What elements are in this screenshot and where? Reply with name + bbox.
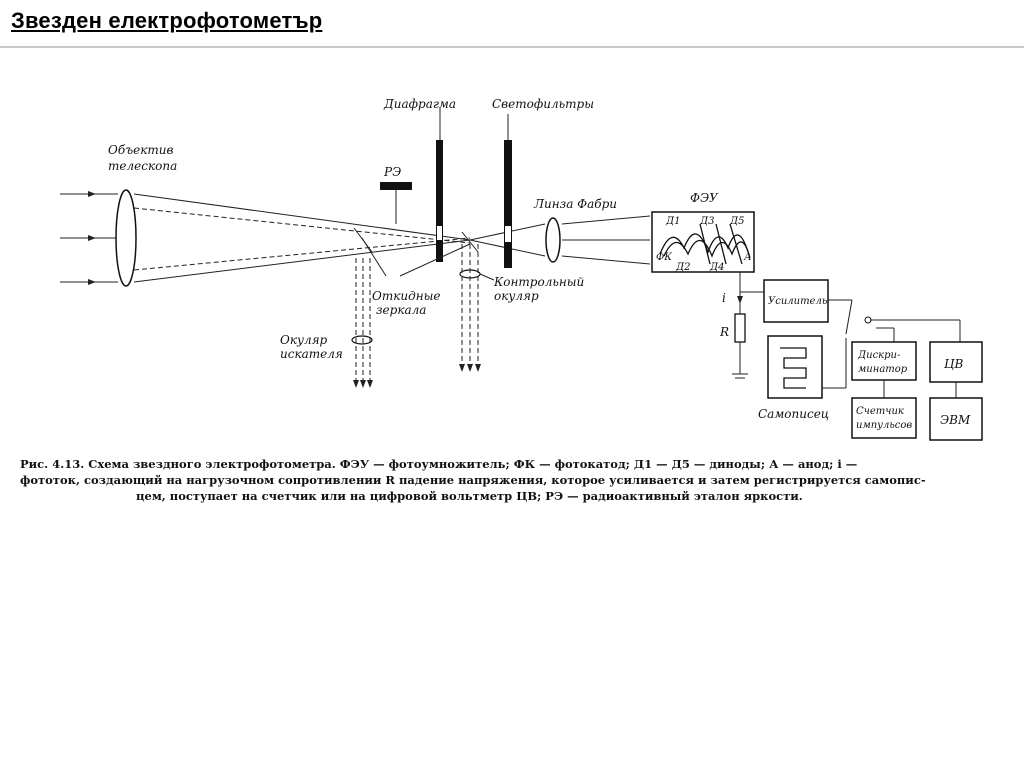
label-counter-2: импульсов	[856, 420, 912, 431]
counter-box	[851, 397, 917, 439]
photomultiplier-box	[651, 211, 755, 273]
label-mirrors-2: зеркала	[376, 303, 426, 317]
diaphragm	[436, 140, 443, 262]
title-divider	[0, 46, 1024, 48]
flip-mirrors	[353, 227, 479, 277]
label-d4: Д4	[709, 262, 725, 273]
label-anode: А	[743, 252, 752, 263]
label-discriminator-2: минатор	[858, 364, 908, 375]
fabry-lens	[545, 217, 561, 263]
radioactive-standard	[380, 182, 412, 190]
label-objective-2: телескопа	[108, 159, 177, 173]
slide-title: Звезден електрофотометър	[11, 8, 323, 33]
label-mirrors-1: Откидные	[372, 289, 441, 303]
label-filters: Светофильтры	[492, 97, 594, 111]
label-discriminator-1: Дискри-	[857, 350, 901, 361]
anode-circuit	[732, 272, 764, 379]
label-recorder: Самописец	[758, 407, 829, 421]
dynodes	[659, 223, 751, 265]
label-computer: ЭВМ	[940, 413, 971, 427]
caption-line-1: Рис. 4.13. Схема звездного электрофотоме…	[20, 457, 857, 471]
label-d3: Д3	[699, 216, 715, 227]
label-resistor: R	[719, 325, 729, 339]
label-current: i	[722, 291, 726, 305]
label-d1: Д1	[665, 216, 681, 227]
converging-rays	[133, 193, 651, 283]
label-d2: Д2	[675, 262, 691, 273]
label-control-ocular-1: Контрольный	[493, 275, 584, 289]
finder-ocular	[351, 258, 373, 388]
label-objective-1: Объектив	[108, 143, 174, 157]
label-amplifier: Усилитель	[768, 296, 827, 307]
label-d5: Д5	[729, 216, 745, 227]
label-feu: ФЭУ	[690, 191, 719, 205]
label-finder-ocular-2: искателя	[280, 347, 343, 361]
photometer-diagram: Объектив телескопа Диафрагма Светофильтр…	[20, 97, 983, 503]
light-filters	[504, 140, 512, 268]
label-fabry-lens: Линза Фабри	[533, 197, 617, 211]
incoming-rays	[60, 191, 118, 285]
label-diaphragm: Диафрагма	[383, 97, 456, 111]
caption-line-2: фототок, создающий на нагрузочном сопрот…	[20, 473, 926, 487]
label-fk: ФК	[656, 252, 672, 263]
label-voltmeter: ЦВ	[944, 357, 963, 371]
amplifier-box	[763, 279, 829, 323]
label-counter-1: Счетчик	[856, 406, 904, 417]
control-ocular	[459, 244, 495, 372]
label-re: РЭ	[383, 165, 401, 179]
label-finder-ocular-1: Окуляр	[280, 333, 328, 347]
recorder-box	[767, 335, 823, 399]
objective-lens	[115, 189, 137, 287]
label-control-ocular-2: окуляр	[494, 289, 539, 303]
caption-line-3: цем, поступает на счетчик или на цифрово…	[136, 489, 803, 503]
